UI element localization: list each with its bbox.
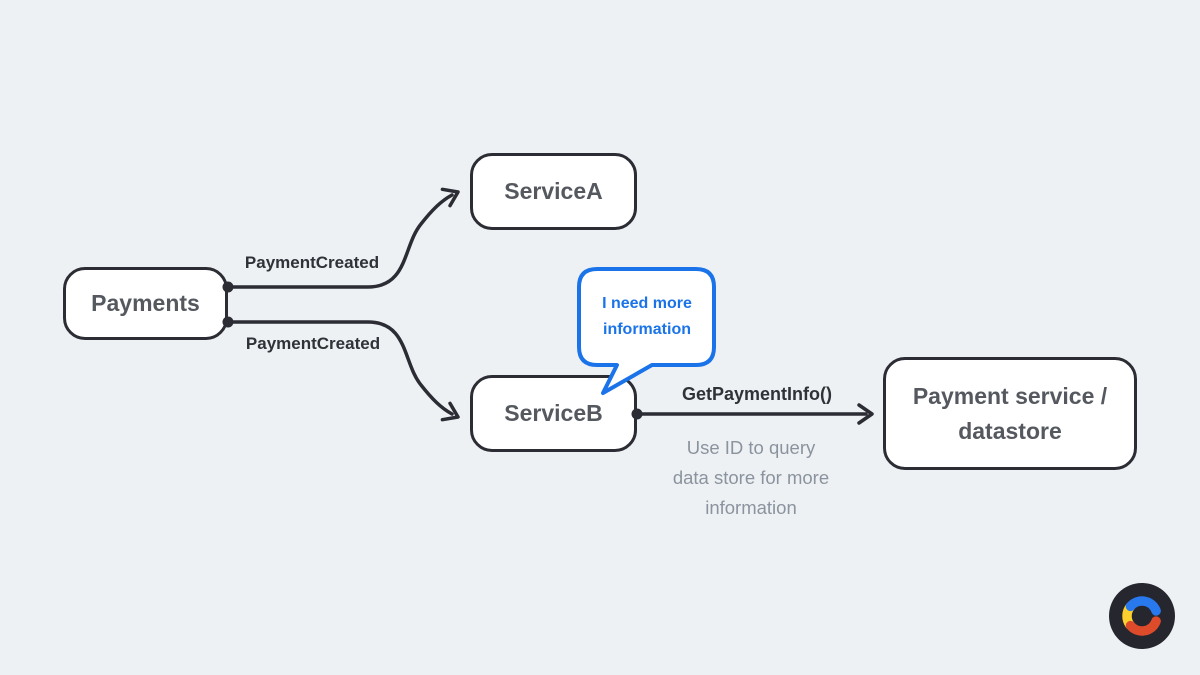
node-payments-label: Payments xyxy=(91,290,200,316)
node-payments: Payments xyxy=(63,267,228,340)
edge-label-payment-created-top: PaymentCreated xyxy=(244,253,380,272)
arrowhead-service-a xyxy=(440,187,460,208)
edge-label-get-payment-info: GetPaymentInfo() xyxy=(681,384,832,404)
edge-note-line3: information xyxy=(705,497,797,518)
arrowhead-service-b xyxy=(440,401,460,422)
brand-logo-blue-arc xyxy=(1125,596,1161,616)
node-service-a-label: ServiceA xyxy=(504,178,603,204)
node-payment-datastore-label-line1: Payment service / xyxy=(912,382,1108,409)
edge-payments-to-service-a xyxy=(226,193,454,289)
node-service-a: ServiceA xyxy=(470,153,637,230)
node-payment-datastore-label-line2: datastore xyxy=(958,417,1062,444)
edge-note-line2: data store for more xyxy=(672,467,830,488)
brand-logo-yellow-arc xyxy=(1122,601,1136,630)
edge-label-payment-created-bottom: PaymentCreated xyxy=(245,334,381,353)
brand-logo xyxy=(1109,583,1175,649)
speech-bubble-text: I need more information xyxy=(579,291,715,343)
edge-note-line1: Use ID to query xyxy=(686,437,816,458)
brand-logo-red-arc xyxy=(1125,616,1161,636)
edge-note-use-id: Use ID to query data store for more info… xyxy=(621,433,881,523)
node-service-b-label: ServiceB xyxy=(504,400,603,426)
speech-bubble-line2: information xyxy=(603,321,691,338)
speech-bubble-line1: I need more xyxy=(602,295,692,312)
brand-logo-background xyxy=(1109,583,1175,649)
arrowhead-datastore xyxy=(857,403,874,425)
node-payment-datastore: Payment service / datastore xyxy=(883,357,1137,470)
node-service-b: ServiceB xyxy=(470,375,637,452)
